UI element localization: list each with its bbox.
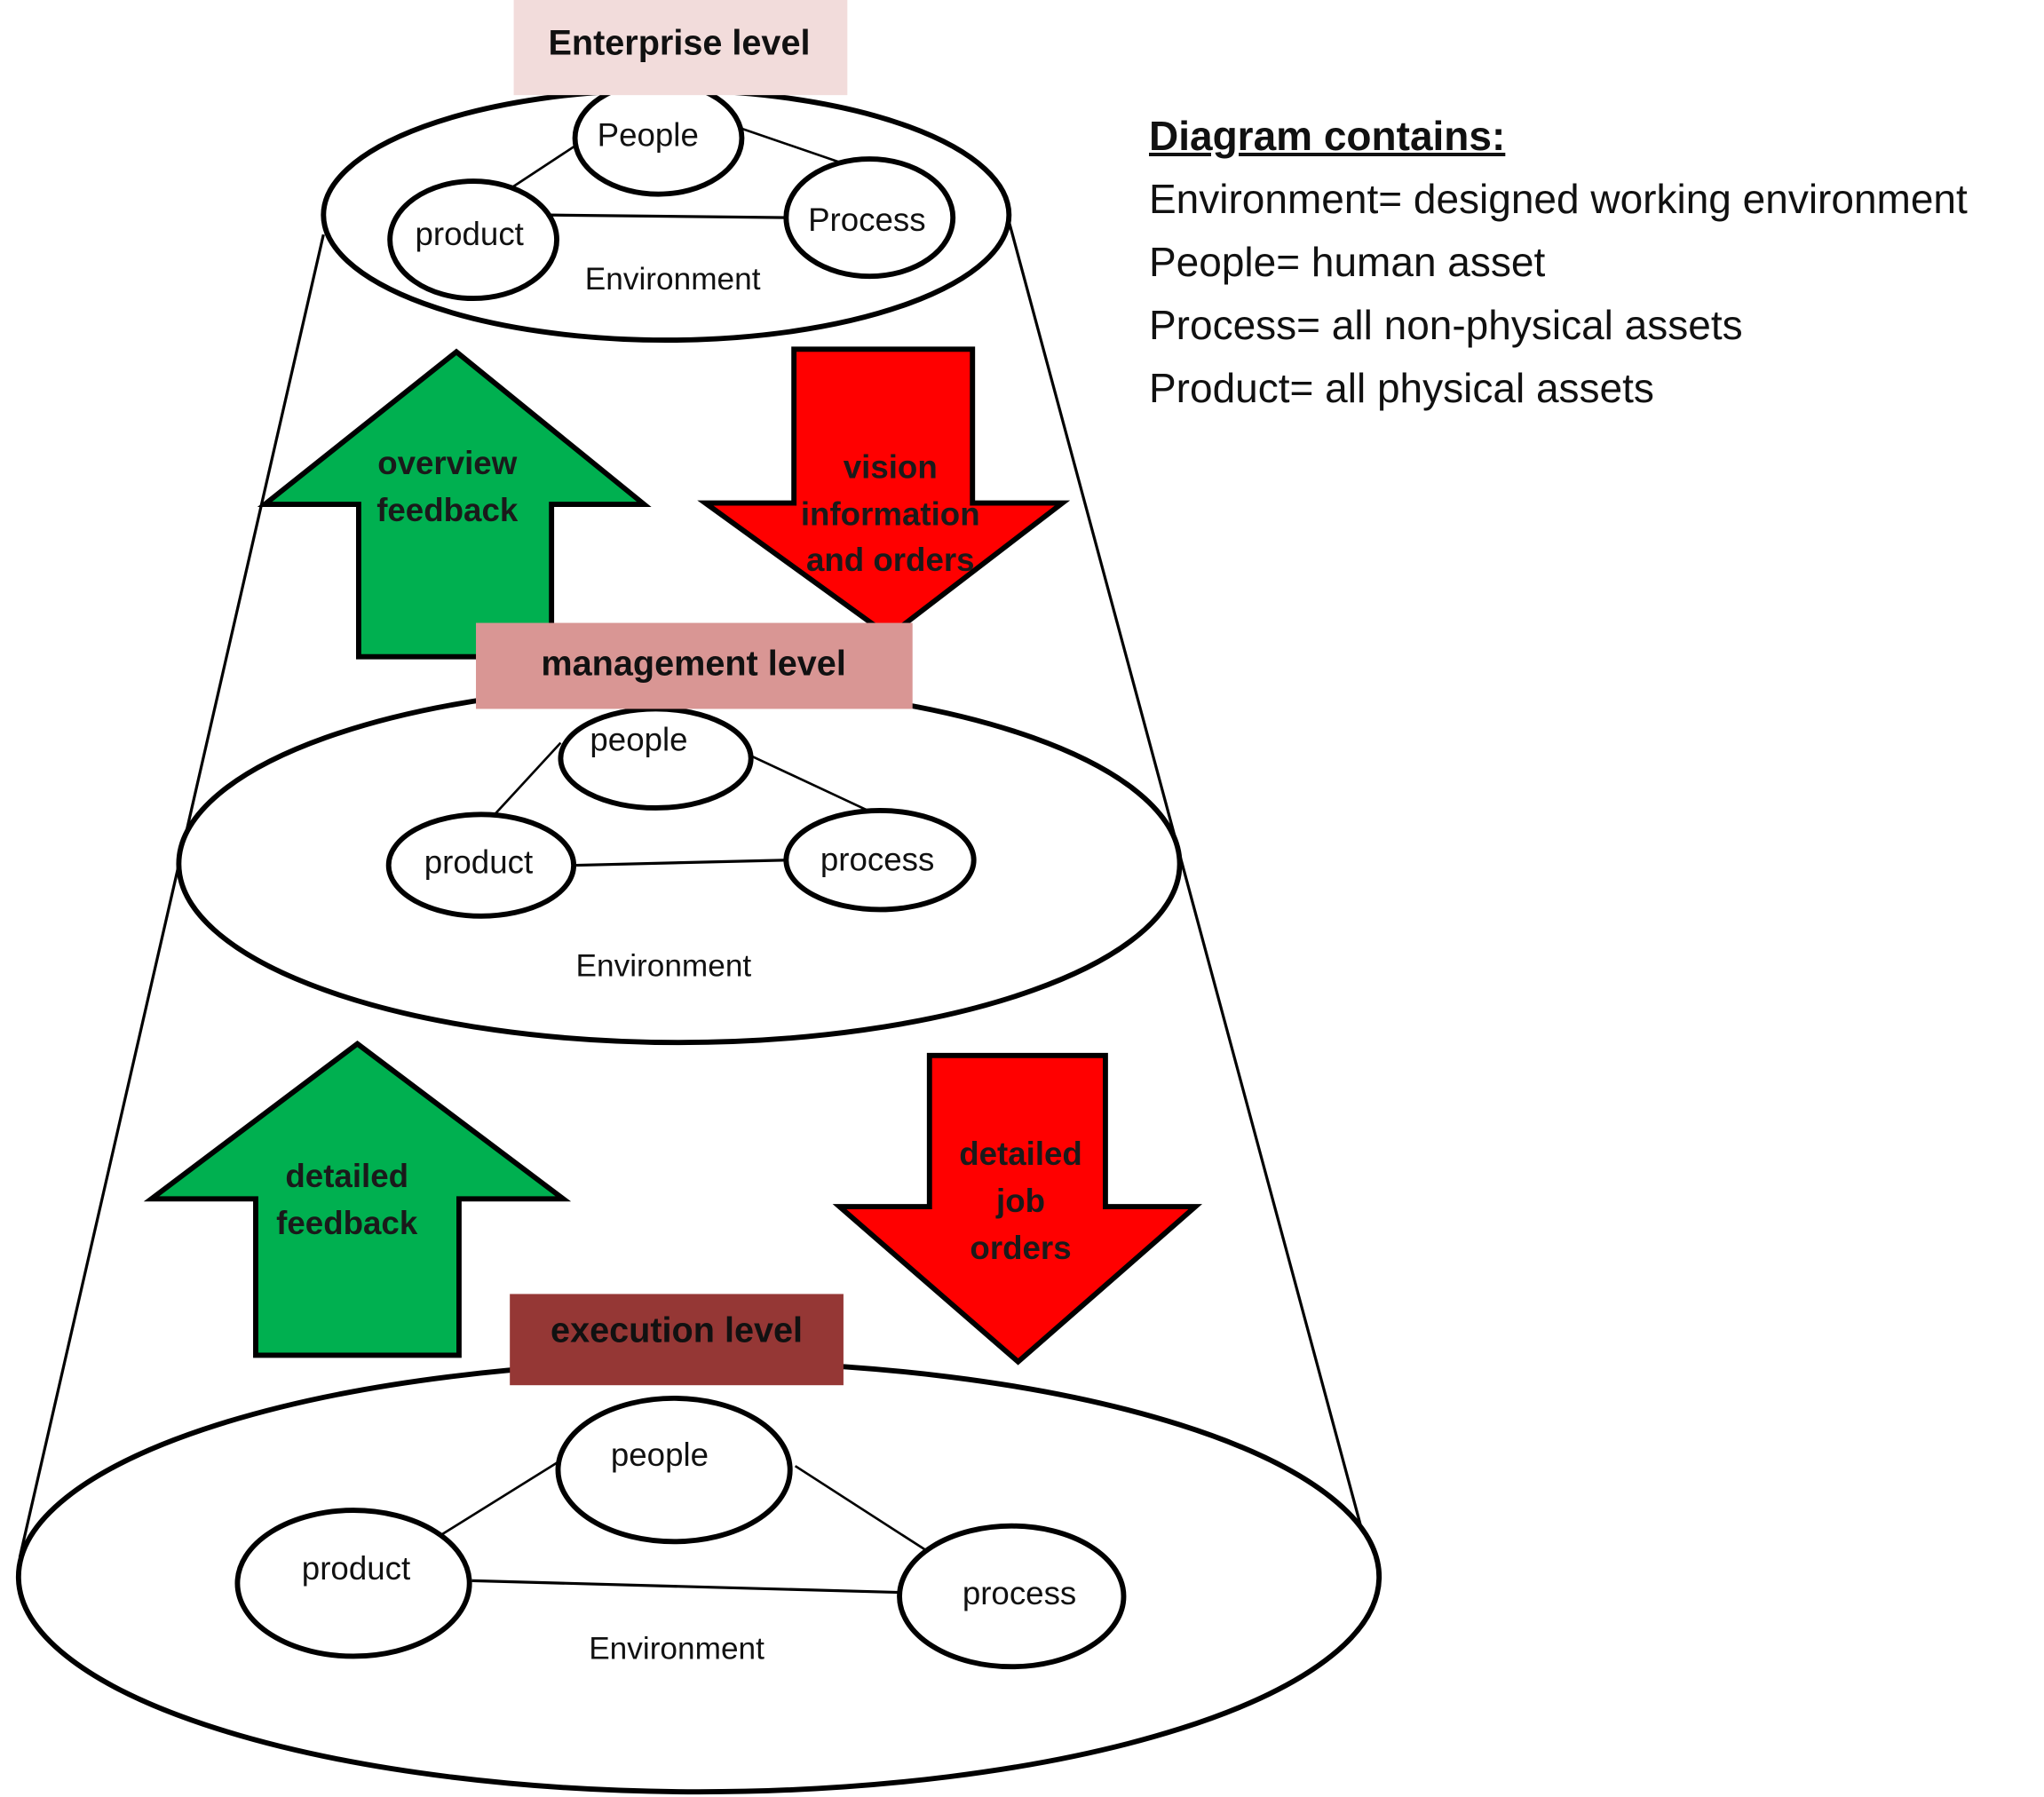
node-product-label: product xyxy=(302,1550,410,1587)
node-product xyxy=(234,1508,472,1659)
node-people-label: People xyxy=(598,116,699,153)
legend-item-process: Process= all non-physical assets xyxy=(1149,302,1743,348)
down-arrow-icon xyxy=(832,1052,1203,1366)
node-process-label: process xyxy=(820,841,934,877)
arrow-label-line: vision xyxy=(844,449,938,486)
node-product-label: product xyxy=(415,216,523,252)
node-process-label: process xyxy=(963,1575,1076,1611)
arrow-label-line: feedback xyxy=(376,492,519,528)
arrow-label-line: feedback xyxy=(276,1205,418,1241)
legend-item-people: People= human asset xyxy=(1149,239,1546,285)
environment-label: Environment xyxy=(585,262,761,297)
link-people-process xyxy=(750,755,872,813)
level-title-execution: execution level xyxy=(551,1311,803,1350)
node-product xyxy=(387,178,559,302)
up-arrow-icon xyxy=(143,1040,572,1358)
legend-item-product: Product= all physical assets xyxy=(1149,365,1654,411)
arrow-label-line: orders xyxy=(970,1230,1071,1266)
arrow-overview-feedback: overview feedback xyxy=(257,348,652,660)
node-process xyxy=(783,807,977,913)
frustum-left-edge xyxy=(18,234,325,1558)
node-people xyxy=(555,1395,793,1545)
link-product-process xyxy=(547,213,789,219)
link-product-process xyxy=(575,859,788,867)
node-process-label: Process xyxy=(808,202,926,238)
node-people-label: people xyxy=(611,1437,709,1473)
arrow-label-line: detailed xyxy=(959,1136,1082,1172)
environment-label: Environment xyxy=(576,948,752,983)
arrow-label-line: information xyxy=(801,495,980,532)
legend: Diagram contains: Environment= designed … xyxy=(1149,105,1968,420)
level-title-enterprise: Enterprise level xyxy=(548,24,810,63)
arrow-label-line: overview xyxy=(377,445,517,481)
node-process xyxy=(783,156,956,280)
node-product-label: product xyxy=(424,843,533,880)
link-people-product xyxy=(440,1461,559,1537)
arrow-detailed-job-orders: detailed job orders xyxy=(832,1052,1203,1366)
node-process xyxy=(897,1523,1127,1670)
link-people-product xyxy=(484,741,562,826)
arrow-label-line: and orders xyxy=(806,542,975,578)
level-title-management: management level xyxy=(541,644,845,683)
level-execution: people product process Environment xyxy=(15,1358,1382,1795)
level-box-execution xyxy=(510,1294,844,1386)
link-product-process xyxy=(471,1579,900,1595)
level-box-management xyxy=(476,622,913,709)
frustum-right-edge xyxy=(1007,221,1364,1532)
node-product xyxy=(385,811,577,919)
node-people-label: people xyxy=(590,721,687,757)
level-box-enterprise xyxy=(513,0,848,96)
legend-title: Diagram contains: xyxy=(1149,113,1506,159)
down-arrow-icon xyxy=(697,346,1071,639)
arrow-label-line: detailed xyxy=(285,1158,408,1194)
arrow-vision-information-orders: vision information and orders xyxy=(697,346,1071,639)
arrow-label-line: job xyxy=(995,1183,1045,1219)
environment-label: Environment xyxy=(589,1631,765,1666)
level-enterprise: People product Process Environment xyxy=(321,79,1012,344)
up-arrow-icon xyxy=(257,348,652,660)
legend-item-environment: Environment= designed working environmen… xyxy=(1149,176,1968,222)
arrow-detailed-feedback: detailed feedback xyxy=(143,1040,572,1358)
link-people-process xyxy=(794,1465,931,1555)
level-management: people product process Environment xyxy=(176,683,1183,1046)
